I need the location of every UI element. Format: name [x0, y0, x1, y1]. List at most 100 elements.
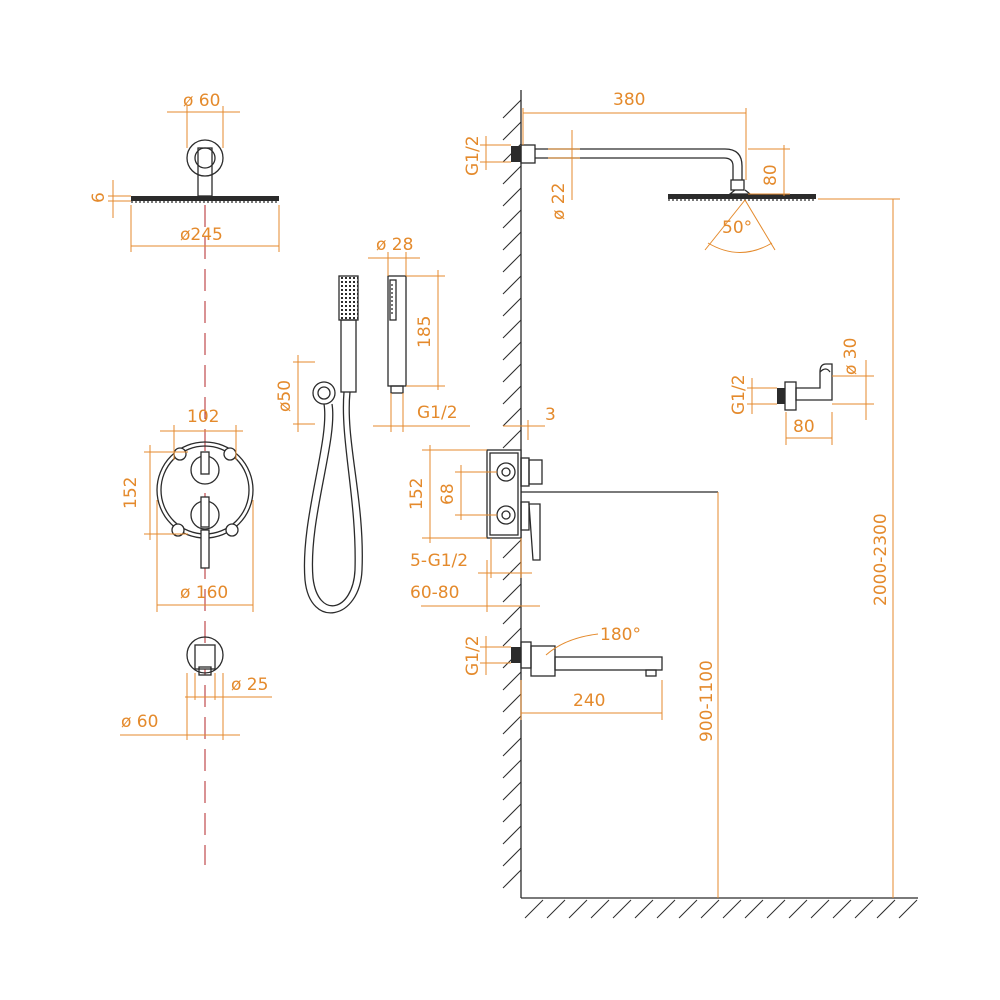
- wall-hatch-line: [502, 319, 522, 339]
- dim-head-dia: [130, 205, 280, 252]
- wall-hatch-line: [502, 693, 522, 713]
- wall-hatch-line: [502, 231, 522, 251]
- label-head-height: 2000-2300: [871, 513, 891, 606]
- floor-hatch-line: [722, 899, 742, 919]
- wall-hatch-line: [502, 605, 522, 625]
- label-wall-gap: 3: [545, 405, 556, 425]
- label-mixer-width: 102: [187, 407, 219, 427]
- floor-hatch-line: [832, 899, 852, 919]
- shower-head-front: [131, 139, 279, 203]
- floor-hatch-line: [612, 899, 632, 919]
- front-view: ø 60 6 ø245: [89, 91, 280, 865]
- label-head-thickness: 6: [89, 192, 109, 203]
- dim-head-thickness: [108, 180, 131, 218]
- wall-hatch-line: [502, 165, 522, 185]
- label-hand-length: 185: [415, 316, 435, 348]
- label-spout-length: 240: [573, 691, 605, 711]
- floor-hatch-line: [678, 899, 698, 919]
- wall-hatch-line: [502, 715, 522, 735]
- hand-shower-set: [303, 275, 407, 614]
- wall-hatch-line: [502, 803, 522, 823]
- floor: [521, 897, 918, 919]
- floor-hatch-line: [700, 899, 720, 919]
- dim-spout: [480, 199, 894, 898]
- label-holder2-dia: ø 30: [841, 338, 861, 375]
- label-holder2-thread: G1/2: [729, 374, 749, 415]
- label-spray-angle: 50°: [722, 218, 752, 238]
- floor-hatch-line: [634, 899, 654, 919]
- wall-hatch-line: [502, 759, 522, 779]
- label-valve-spacing: 68: [438, 483, 458, 505]
- wall-hatch-line: [502, 253, 522, 273]
- wall-hatch-line: [502, 539, 522, 559]
- label-hand-dia: ø 28: [376, 235, 413, 255]
- label-outlet-flange-dia: ø 60: [121, 712, 158, 732]
- dim-mixer-width: [160, 425, 243, 460]
- label-arm-thread: G1/2: [463, 135, 483, 176]
- wall-hatch-line: [502, 869, 522, 889]
- floor-hatch-line: [766, 899, 786, 919]
- label-spout-height: 900-1100: [697, 660, 717, 742]
- wall-hatch-line: [502, 209, 522, 229]
- concealed-valve: [486, 449, 718, 561]
- label-mixer-plate-dia: ø 160: [180, 583, 228, 603]
- wall-hatch-line: [502, 627, 522, 647]
- dim-shower-arm: [480, 108, 900, 253]
- wall-hatch-line: [502, 825, 522, 845]
- label-spout-rotation: 180°: [600, 625, 641, 645]
- label-hand-thread: G1/2: [417, 403, 458, 423]
- dim-outlet: [120, 673, 272, 740]
- floor-hatch-line: [656, 899, 676, 919]
- dim-head-flange: [167, 106, 240, 148]
- wall-hatch-line: [502, 429, 522, 449]
- label-spout-thread: G1/2: [463, 635, 483, 676]
- wall-hatch-line: [502, 121, 522, 141]
- label-valve-threads: 5-G1/2: [410, 551, 468, 571]
- bath-spout: [511, 641, 663, 677]
- wall-hatch-line: [502, 385, 522, 405]
- wall-outlet-front: [186, 636, 224, 676]
- label-mixer-height: 152: [121, 477, 141, 509]
- label-outlet-small-dia: ø 25: [231, 675, 268, 695]
- label-arm-length: 380: [613, 90, 645, 110]
- wall-hatch-line: [502, 847, 522, 867]
- floor-hatch-line: [524, 899, 544, 919]
- wall-hatch-line: [502, 275, 522, 295]
- dim-mixer-plate: [156, 500, 254, 612]
- mixer-plate: [156, 441, 254, 569]
- wall-hatch-line: [502, 341, 522, 361]
- label-head-flange-dia: ø 60: [183, 91, 220, 111]
- dim-wall-holder: [747, 360, 874, 445]
- floor-hatch-line: [788, 899, 808, 919]
- label-arm-drop: 80: [761, 164, 781, 186]
- shower-arm-side: [511, 144, 816, 201]
- wall-hatch-line: [502, 297, 522, 317]
- wall-hatch-line: [502, 671, 522, 691]
- wall-hatch-line: [502, 781, 522, 801]
- wall-hatch-line: [502, 737, 522, 757]
- floor-hatch-line: [876, 899, 896, 919]
- dim-valve: [421, 420, 545, 612]
- wall-hatch-line: [502, 407, 522, 427]
- label-holder-dia: ø50: [275, 380, 295, 412]
- label-head-dia: ø245: [180, 225, 223, 245]
- wall-hatch-line: [502, 583, 522, 603]
- floor-hatch-line: [546, 899, 566, 919]
- wall-hatch-line: [502, 99, 522, 119]
- dim-mixer-height: [144, 445, 188, 540]
- dim-hand-shower: [293, 252, 470, 432]
- wall-hatch-line: [502, 561, 522, 581]
- floor-hatch-line: [898, 899, 918, 919]
- floor-hatch-line: [568, 899, 588, 919]
- floor-hatch-line: [744, 899, 764, 919]
- wall-hatch-line: [502, 363, 522, 383]
- floor-hatch-line: [590, 899, 610, 919]
- wall-holder-side: [777, 363, 833, 411]
- label-holder2-length: 80: [793, 417, 815, 437]
- label-valve-depth: 60-80: [410, 583, 459, 603]
- wall-hatch-line: [502, 187, 522, 207]
- floor-hatch-line: [854, 899, 874, 919]
- floor-hatch-line: [810, 899, 830, 919]
- label-arm-pipe-dia: ø 22: [549, 183, 569, 220]
